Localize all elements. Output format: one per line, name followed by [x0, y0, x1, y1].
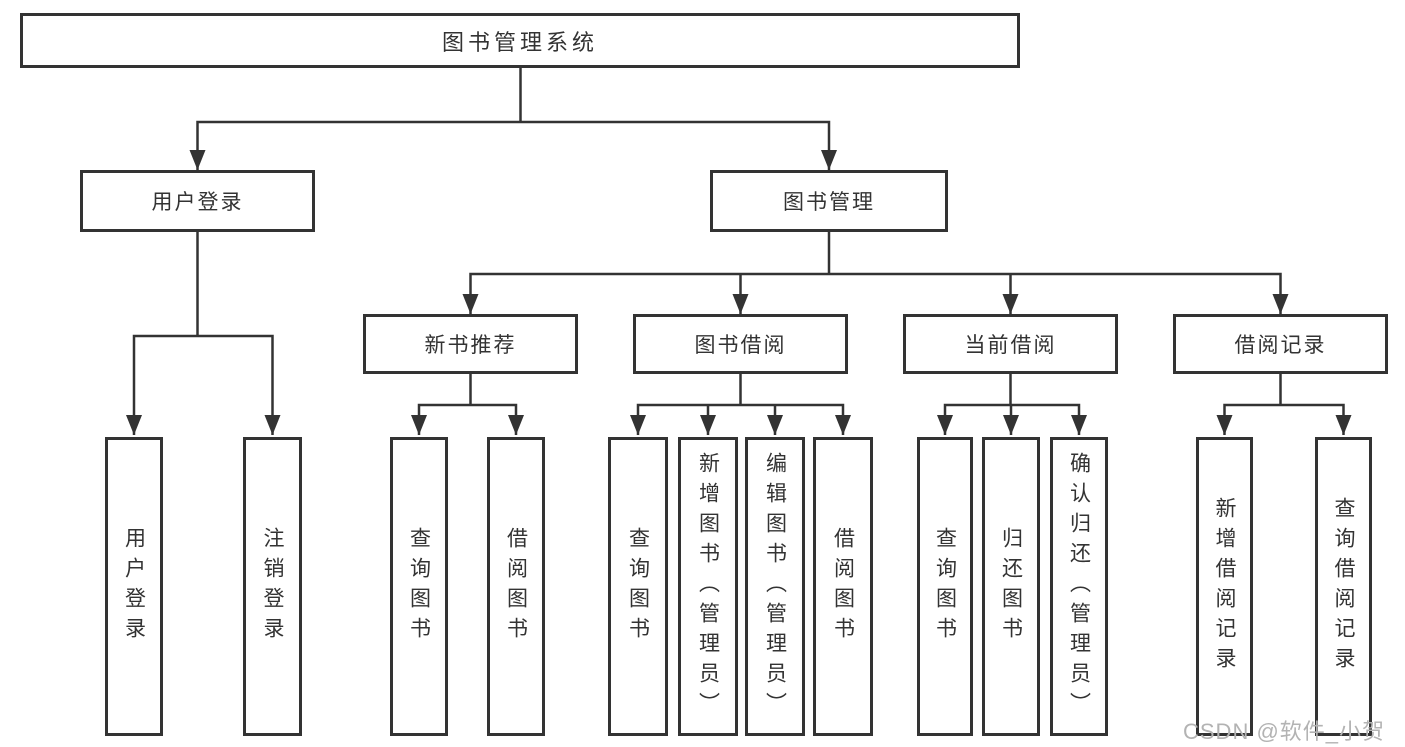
node-root-label: 图书管理系统 — [441, 29, 598, 55]
leaf-return-book: 归还图书 — [982, 437, 1040, 736]
connector-level3-rail — [469, 272, 1282, 314]
arrow-down-icon — [821, 150, 837, 170]
arrowhead-group — [126, 150, 1352, 435]
arrow-down-icon — [767, 415, 783, 435]
leaf-newbook-query-book: 查询图书 — [390, 437, 448, 736]
leaf-add-borrow-record-label: 新增借阅记录 — [1213, 496, 1236, 677]
connector-bookborrow-rail — [636, 403, 845, 435]
arrow-down-icon — [1335, 415, 1352, 435]
arrow-down-icon — [126, 415, 142, 435]
node-user-login: 用户登录 — [80, 170, 315, 232]
leaf-user-login-label: 用户登录 — [122, 526, 146, 647]
leaf-newbook-borrow-book: 借阅图书 — [487, 437, 545, 736]
arrow-down-icon — [411, 415, 427, 435]
node-root: 图书管理系统 — [20, 13, 1020, 68]
leaf-add-borrow-record: 新增借阅记录 — [1196, 437, 1253, 736]
arrow-down-icon — [1071, 415, 1087, 435]
leaf-query-borrow-record-label: 查询借阅记录 — [1332, 496, 1355, 677]
leaf-logout-label: 注销登录 — [261, 526, 284, 647]
node-book-borrow-label: 图书借阅 — [694, 334, 787, 357]
leaf-borrow-borrow-book: 借阅图书 — [813, 437, 873, 736]
arrow-down-icon — [1272, 294, 1289, 314]
node-borrow-record-label: 借阅记录 — [1234, 334, 1327, 357]
leaf-query-borrow-record: 查询借阅记录 — [1315, 437, 1372, 736]
arrow-down-icon — [1216, 415, 1233, 435]
leaf-confirm-return-admin: 确认归还（管理员） — [1050, 437, 1108, 736]
arrow-down-icon — [189, 150, 206, 170]
arrow-down-icon — [835, 415, 851, 435]
connector-line-group — [132, 68, 1345, 435]
arrow-down-icon — [732, 294, 749, 314]
leaf-logout: 注销登录 — [243, 437, 302, 736]
leaf-current-query-book: 查询图书 — [917, 437, 973, 736]
connector-borrowrecord-rail — [1223, 403, 1345, 435]
leaf-borrow-query-book-label: 查询图书 — [626, 526, 650, 647]
leaf-current-query-book-label: 查询图书 — [933, 526, 957, 647]
leaf-add-book-admin-label: 新增图书（管理员） — [696, 451, 720, 722]
leaf-newbook-borrow-book-label: 借阅图书 — [504, 526, 528, 647]
node-book-borrow: 图书借阅 — [633, 314, 848, 374]
arrow-down-icon — [508, 415, 524, 435]
leaf-newbook-query-book-label: 查询图书 — [407, 526, 431, 647]
leaf-borrow-borrow-book-label: 借阅图书 — [831, 526, 855, 647]
node-current-borrow: 当前借阅 — [903, 314, 1118, 374]
leaf-edit-book-admin: 编辑图书（管理员） — [745, 437, 805, 736]
node-book-management-label: 图书管理 — [783, 191, 875, 214]
leaf-return-book-label: 归还图书 — [999, 526, 1023, 647]
connector-newbook-rail — [417, 403, 518, 435]
arrow-down-icon — [1002, 294, 1019, 314]
arrow-down-icon — [937, 415, 953, 435]
node-current-borrow-label: 当前借阅 — [964, 334, 1057, 357]
connector-level2-rail — [196, 120, 831, 170]
arrow-down-icon — [264, 415, 281, 435]
leaf-user-login: 用户登录 — [105, 437, 163, 736]
node-new-book-recommend: 新书推荐 — [363, 314, 578, 374]
connector-userlogin-rail — [132, 334, 274, 435]
node-book-management: 图书管理 — [710, 170, 948, 232]
arrow-down-icon — [700, 415, 716, 435]
leaf-borrow-query-book: 查询图书 — [608, 437, 668, 736]
node-user-login-label: 用户登录 — [151, 191, 244, 214]
leaf-confirm-return-admin-label: 确认归还（管理员） — [1067, 451, 1091, 722]
arrow-down-icon — [1003, 415, 1019, 435]
node-new-book-recommend-label: 新书推荐 — [424, 334, 517, 357]
leaf-edit-book-admin-label: 编辑图书（管理员） — [763, 451, 787, 722]
arrow-down-icon — [462, 294, 479, 314]
csdn-watermark: CSDN @软件_小贺同学 — [1183, 719, 1386, 744]
leaf-add-book-admin: 新增图书（管理员） — [678, 437, 738, 736]
arrow-down-icon — [630, 415, 646, 435]
node-borrow-record: 借阅记录 — [1173, 314, 1388, 374]
